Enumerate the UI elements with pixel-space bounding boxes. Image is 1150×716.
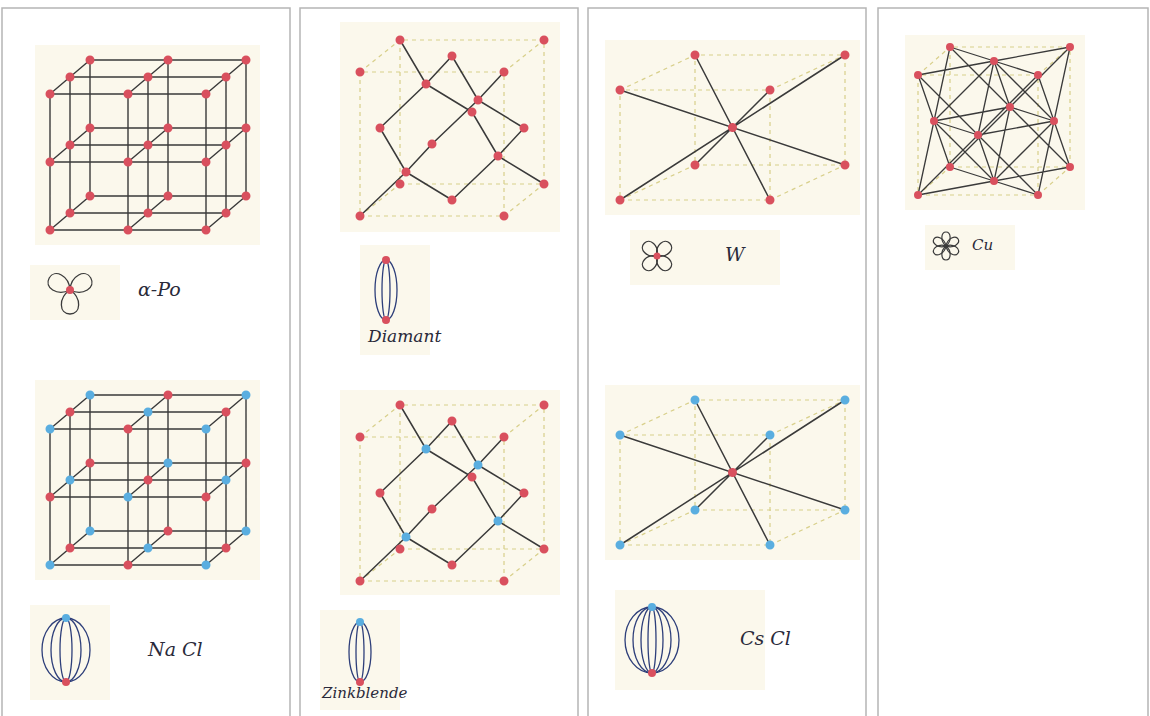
panel-frames bbox=[2, 8, 1148, 716]
zincblende-lattice bbox=[360, 405, 544, 581]
structure-label: Zinkblende bbox=[322, 684, 407, 702]
diamond-lattice bbox=[360, 40, 544, 216]
p-orbital-symbol bbox=[45, 271, 95, 314]
structure-label: Cs Cl bbox=[740, 627, 791, 650]
structure-label: α-Po bbox=[138, 278, 181, 301]
structure-label: Diamant bbox=[368, 326, 441, 346]
simple-cubic-lattice bbox=[50, 60, 246, 230]
cesium-chloride-lattice bbox=[620, 400, 845, 545]
covalent-bond-symbol bbox=[375, 256, 397, 324]
paper-grounds bbox=[30, 22, 1085, 710]
polar-bond-symbol bbox=[349, 618, 371, 686]
structure-label: Na Cl bbox=[148, 638, 203, 661]
ionic-bond-symbol bbox=[625, 603, 679, 677]
structure-label: W bbox=[725, 243, 745, 266]
f-orbital-symbol bbox=[932, 232, 960, 260]
d-orbital-symbol bbox=[640, 239, 674, 273]
structure-label: Cu bbox=[972, 236, 993, 254]
fcc-lattice bbox=[918, 47, 1070, 195]
rocksalt-lattice bbox=[50, 395, 246, 565]
bcc-lattice bbox=[620, 55, 845, 200]
ionic-bond-symbol bbox=[42, 614, 90, 686]
